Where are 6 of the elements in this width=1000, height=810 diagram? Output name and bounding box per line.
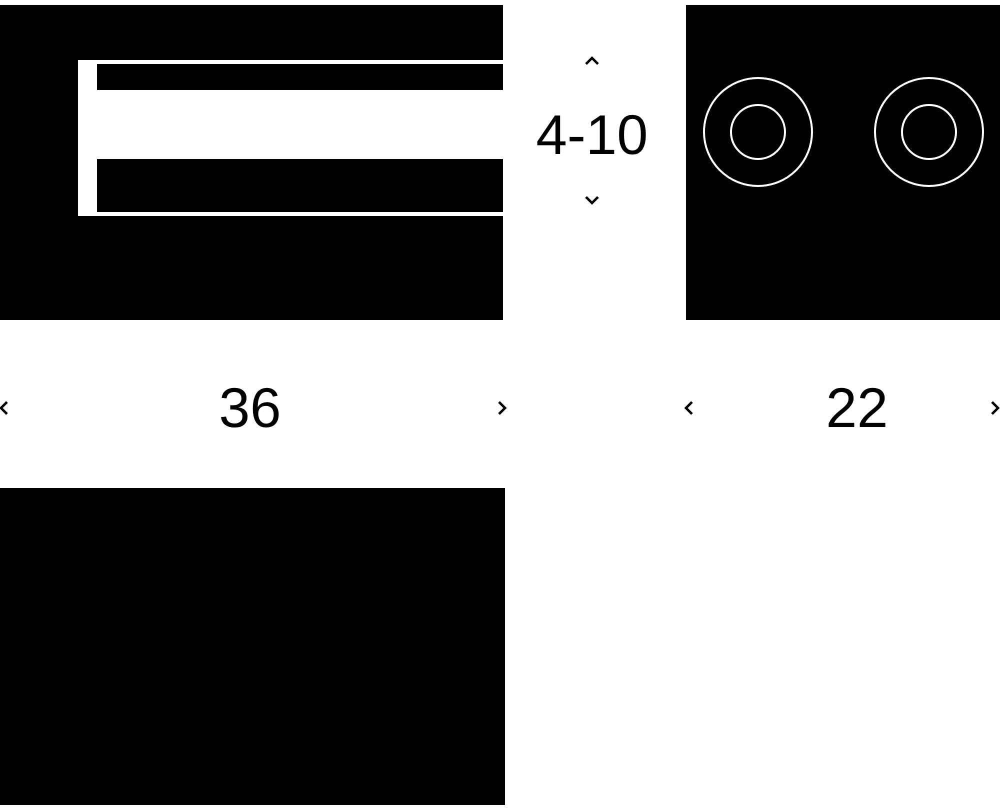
solid-block (686, 5, 1000, 320)
dimension-label: 36 (218, 380, 282, 436)
solid-block (0, 5, 503, 320)
dimension-label: 4-10 (536, 107, 648, 163)
dimension-label: 22 (826, 380, 888, 436)
solid-block (0, 488, 505, 805)
